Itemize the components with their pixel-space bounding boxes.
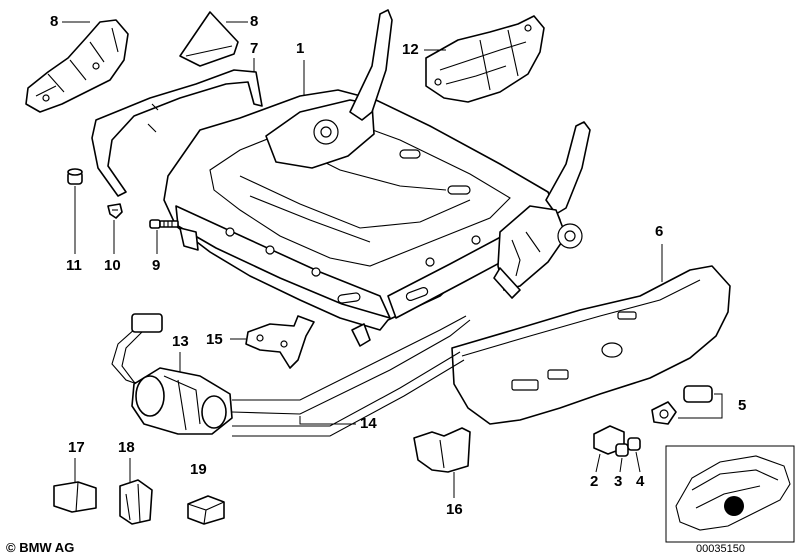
- footer-brand: © BMW AG: [6, 540, 74, 555]
- part-12-gearbox[interactable]: [425, 15, 545, 103]
- seat-location-marker: [724, 496, 744, 516]
- callout-8a: 8: [50, 13, 58, 30]
- footer-code: 00035150: [696, 543, 745, 555]
- callout-13: 13: [172, 333, 189, 350]
- callout-8b: 8: [250, 13, 258, 30]
- locator-inset: [665, 445, 795, 543]
- callout-4: 4: [636, 473, 645, 490]
- callout-15: 15: [206, 331, 223, 348]
- part-5-switch[interactable]: [651, 385, 713, 425]
- callout-9: 9: [152, 257, 160, 274]
- part-8-left-cover[interactable]: [25, 19, 129, 113]
- callout-5: 5: [738, 397, 746, 414]
- callout-10: 10: [104, 257, 121, 274]
- callout-7: 7: [250, 40, 258, 57]
- callout-1: 1: [296, 40, 304, 57]
- callout-6: 6: [655, 223, 663, 240]
- callout-12: 12: [402, 41, 419, 58]
- leader-5: [678, 393, 723, 419]
- part-6-side-trim-panel[interactable]: [451, 265, 731, 425]
- callout-3: 3: [614, 473, 622, 490]
- leader-3: [619, 457, 623, 473]
- part-15-bracket[interactable]: [245, 315, 315, 369]
- part-8-triangle-cover[interactable]: [179, 11, 239, 67]
- part-19-block[interactable]: [187, 495, 225, 525]
- callout-17: 17: [68, 439, 85, 456]
- part-4-knob[interactable]: [627, 437, 641, 451]
- part-10-clip[interactable]: [107, 203, 123, 219]
- part-9-bolt[interactable]: [149, 219, 179, 229]
- leader-2: [595, 453, 601, 473]
- callout-14: 14: [360, 415, 377, 432]
- callout-16: 16: [446, 501, 463, 518]
- part-14-cables[interactable]: [232, 351, 465, 437]
- callout-18: 18: [118, 439, 135, 456]
- leader-4: [635, 451, 641, 473]
- part-7-trim-strip[interactable]: [91, 69, 263, 197]
- leader-14: [299, 416, 356, 425]
- part-11-cap-nut[interactable]: [67, 168, 83, 185]
- part-16-holder-plate[interactable]: [413, 427, 471, 473]
- callout-11: 11: [66, 257, 82, 274]
- part-18-clip[interactable]: [119, 479, 153, 525]
- callout-2: 2: [590, 473, 598, 490]
- part-17-cap[interactable]: [53, 481, 97, 513]
- part-3-knob[interactable]: [615, 443, 629, 457]
- part-1-seat-frame[interactable]: [163, 9, 591, 347]
- callout-19: 19: [190, 461, 207, 478]
